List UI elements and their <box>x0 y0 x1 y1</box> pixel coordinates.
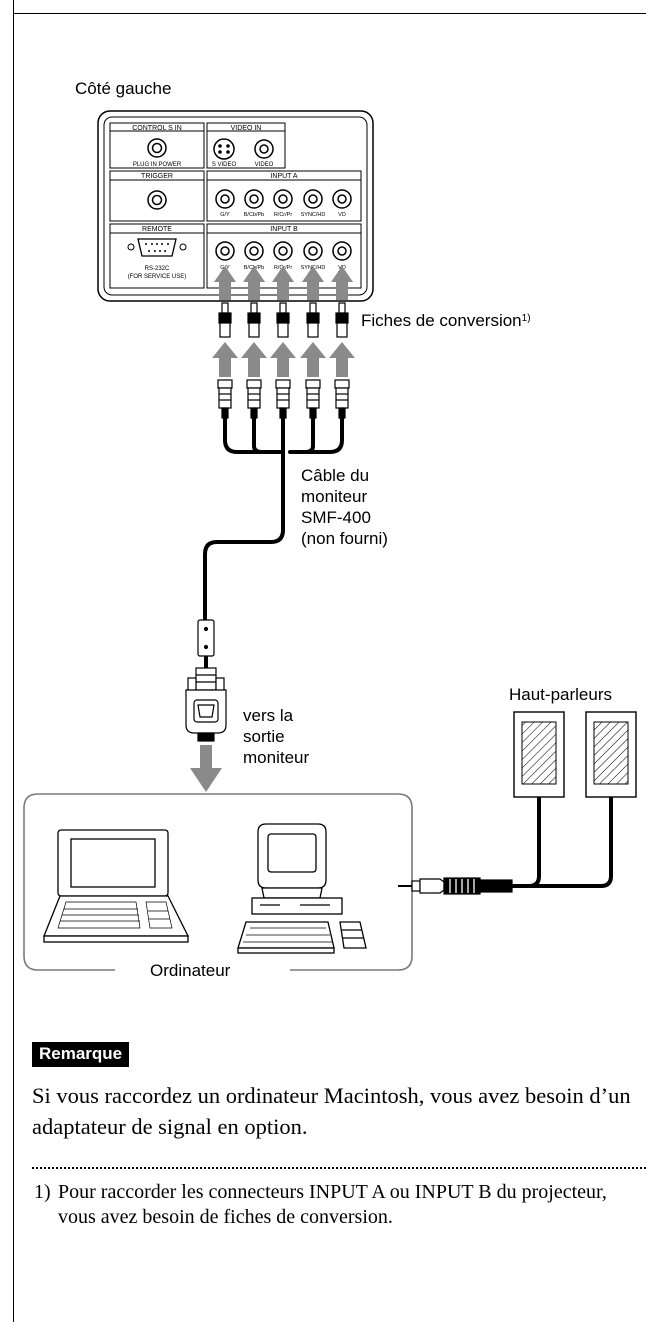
jack-label: B/Cb/Pb <box>244 212 264 218</box>
jack-label: VD <box>338 212 346 218</box>
laptop <box>43 829 190 943</box>
remote-label: REMOTE <box>142 226 172 233</box>
computer-frame <box>23 793 413 971</box>
input-b-jacks <box>215 241 352 261</box>
to-output-line: sortie <box>243 727 285 746</box>
speaker-cable <box>512 797 613 888</box>
speakers <box>513 711 637 798</box>
video-label: VIDEO <box>255 162 274 168</box>
footnote-divider <box>32 1167 646 1169</box>
input-a-label: INPUT A <box>270 173 297 180</box>
input-b-label: INPUT B <box>270 226 298 233</box>
cable-label-line: SMF-400 <box>301 508 371 527</box>
side-label: Côté gauche <box>75 79 172 98</box>
jack-label: G/Y <box>220 212 230 218</box>
footnote-text: Pour raccorder les connecteurs INPUT A o… <box>58 1181 607 1228</box>
page-frame-top <box>13 13 646 14</box>
input-a-jacks <box>215 189 352 209</box>
down-arrow <box>190 745 222 792</box>
s-video-label: S VIDEO <box>212 162 237 168</box>
to-output-line: moniteur <box>243 748 310 767</box>
page-frame-left <box>13 0 14 1322</box>
jack-label: R/Cr/Pr <box>274 212 293 218</box>
video-in-label: VIDEO IN <box>231 125 262 132</box>
computer-label: Ordinateur <box>150 961 231 980</box>
note-text: Si vous raccordez un ordinateur Macintos… <box>32 1083 631 1139</box>
upper-arrows <box>214 266 353 300</box>
cable-label-line: (non fourni) <box>301 529 388 548</box>
bnc-cable-ends <box>217 379 350 419</box>
footnote-number: 1) <box>34 1181 51 1203</box>
speakers-label: Haut-parleurs <box>509 685 612 704</box>
conversion-plugs-text: Fiches de conversion <box>361 311 522 330</box>
to-output-line: vers la <box>243 706 294 725</box>
control-s-in-label: CONTROL S IN <box>132 125 182 132</box>
conversion-plugs-label: Fiches de conversion1) <box>361 310 531 331</box>
audio-plug <box>398 877 513 895</box>
rs232c-label: RS-232C <box>145 266 170 272</box>
vga-connector <box>185 619 227 742</box>
jack-label: SYNC/HD <box>301 212 326 218</box>
conversion-plugs <box>218 302 349 338</box>
for-service-use-label: (FOR SERVICE USE) <box>128 274 187 280</box>
monitor-cable <box>203 416 344 622</box>
plug-in-power-label: PLUG IN POWER <box>133 162 182 168</box>
projector-side-panel: CONTROL S IN PLUG IN POWER VIDEO IN S VI… <box>97 110 374 302</box>
cable-label-line: Câble du <box>301 466 370 485</box>
footnote-mark: 1) <box>521 313 531 324</box>
connection-diagram: CONTROL S IN PLUG IN POWER VIDEO IN S VI… <box>23 110 637 971</box>
note-badge: Remarque <box>32 1042 130 1067</box>
cable-label-line: moniteur <box>301 487 368 506</box>
desktop-computer <box>237 823 367 954</box>
lower-arrows <box>212 342 355 377</box>
to-monitor-output-label: vers la sortie moniteur <box>243 705 309 768</box>
trigger-label: TRIGGER <box>141 173 173 180</box>
cable-label: Câble du moniteur SMF-400 (non fourni) <box>301 465 388 549</box>
